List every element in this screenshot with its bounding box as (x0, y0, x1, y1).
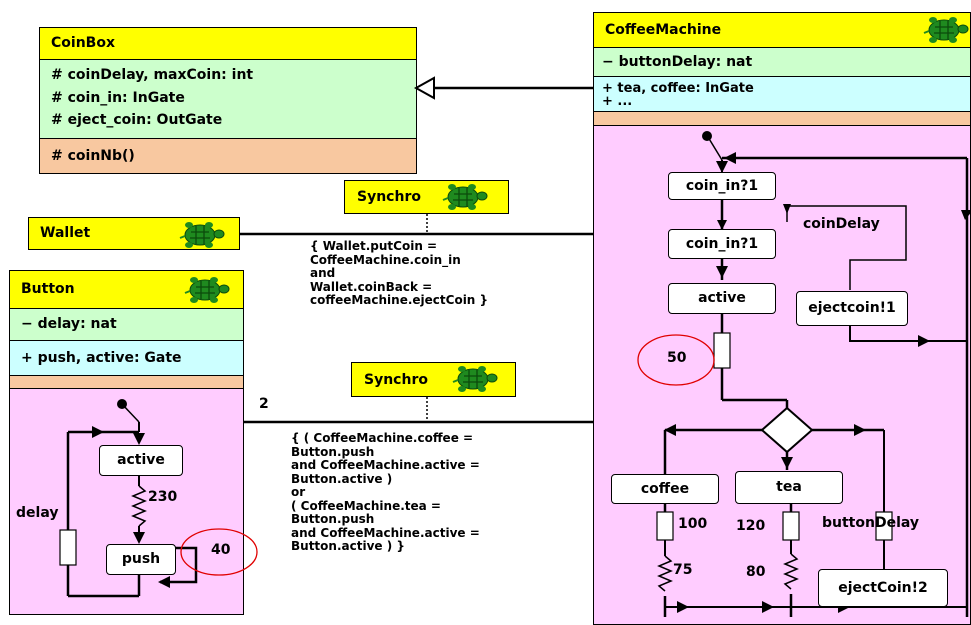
button-behavior (9, 388, 244, 615)
coffeemachine-gate: + tea, coffee: InGate (602, 81, 754, 96)
coffeemachine-gates: + tea, coffee: InGate + ... (593, 76, 971, 112)
wallet-title: Wallet (40, 225, 91, 241)
delay-label-230: 230 (148, 489, 178, 505)
coffeemachine-header: CoffeeMachine (593, 12, 971, 48)
synchro-bottom-constraint: { ( CoffeeMachine.coffee = Button.push a… (291, 431, 480, 553)
coinbox-attribute: # coin_in: InGate (51, 90, 185, 106)
button-state-push: push (106, 544, 176, 575)
highlight-ellipse (637, 334, 715, 386)
coffeemachine-gate: + ... (602, 94, 633, 109)
coffeemachine-behavior (593, 125, 971, 625)
button-attributes: − delay: nat (9, 308, 244, 341)
coffeemachine-title: CoffeeMachine (605, 22, 722, 38)
multiplicity-label: 2 (259, 396, 269, 412)
timer-rect (59, 529, 77, 566)
timer-label-120: 120 (736, 518, 766, 534)
coinbox-title: CoinBox (51, 35, 115, 51)
coinbox-attribute: # coinDelay, maxCoin: int (51, 67, 254, 83)
coinbox-attribute: # eject_coin: OutGate (51, 112, 223, 128)
timer-label-40: 40 (211, 542, 231, 558)
delay-label-75: 75 (673, 562, 693, 578)
timer-rect (656, 511, 674, 541)
turtle-icon (442, 183, 488, 211)
coinbox-attributes: # coinDelay, maxCoin: int # coin_in: InG… (39, 59, 417, 139)
coffeemachine-attributes: − buttonDelay: nat (593, 47, 971, 77)
coinbox-operations: # coinNb() (39, 138, 417, 174)
synchro-bottom-title: Synchro (364, 372, 428, 388)
generalization-arrowhead (413, 76, 435, 100)
turtle-icon (179, 221, 225, 249)
highlight-ellipse (180, 528, 258, 576)
state-tea: tea (735, 471, 843, 504)
state-ejectcoin-2: ejectCoin!2 (818, 569, 948, 607)
timer-label-50: 50 (667, 350, 687, 366)
delay-label-80: 80 (746, 564, 766, 580)
button-state-active: active (99, 445, 183, 476)
synchro-top-title: Synchro (357, 189, 421, 205)
button-delay-label: buttonDelay (822, 515, 920, 531)
state-ejectcoin-1: ejectcoin!1 (796, 291, 908, 326)
button-gate: + push, active: Gate (21, 350, 182, 366)
button-title: Button (21, 281, 75, 297)
state-coin-in-2: coin_in?1 (668, 229, 776, 259)
synchro-top-constraint: { Wallet.putCoin = CoffeeMachine.coin_in… (310, 239, 489, 307)
timer-rect (713, 332, 731, 369)
turtle-icon (923, 16, 969, 44)
state-coin-in-1: coin_in?1 (668, 172, 776, 200)
timer-label-100: 100 (678, 516, 708, 532)
decision-diamond (760, 406, 814, 454)
turtle-icon (184, 276, 230, 304)
coinbox-header: CoinBox (39, 27, 417, 60)
timer-rect (782, 511, 800, 541)
button-attribute: − delay: nat (21, 316, 117, 332)
state-coffee: coffee (611, 474, 719, 504)
coffeemachine-attribute: − buttonDelay: nat (602, 54, 753, 70)
timer-rect (875, 511, 893, 541)
button-gates: + push, active: Gate (9, 340, 244, 376)
coin-delay-label: coinDelay (803, 216, 880, 232)
coinbox-operation: # coinNb() (51, 148, 135, 164)
turtle-icon (452, 365, 498, 393)
button-delay-side-label: delay (16, 505, 59, 521)
state-active: active (668, 283, 776, 314)
